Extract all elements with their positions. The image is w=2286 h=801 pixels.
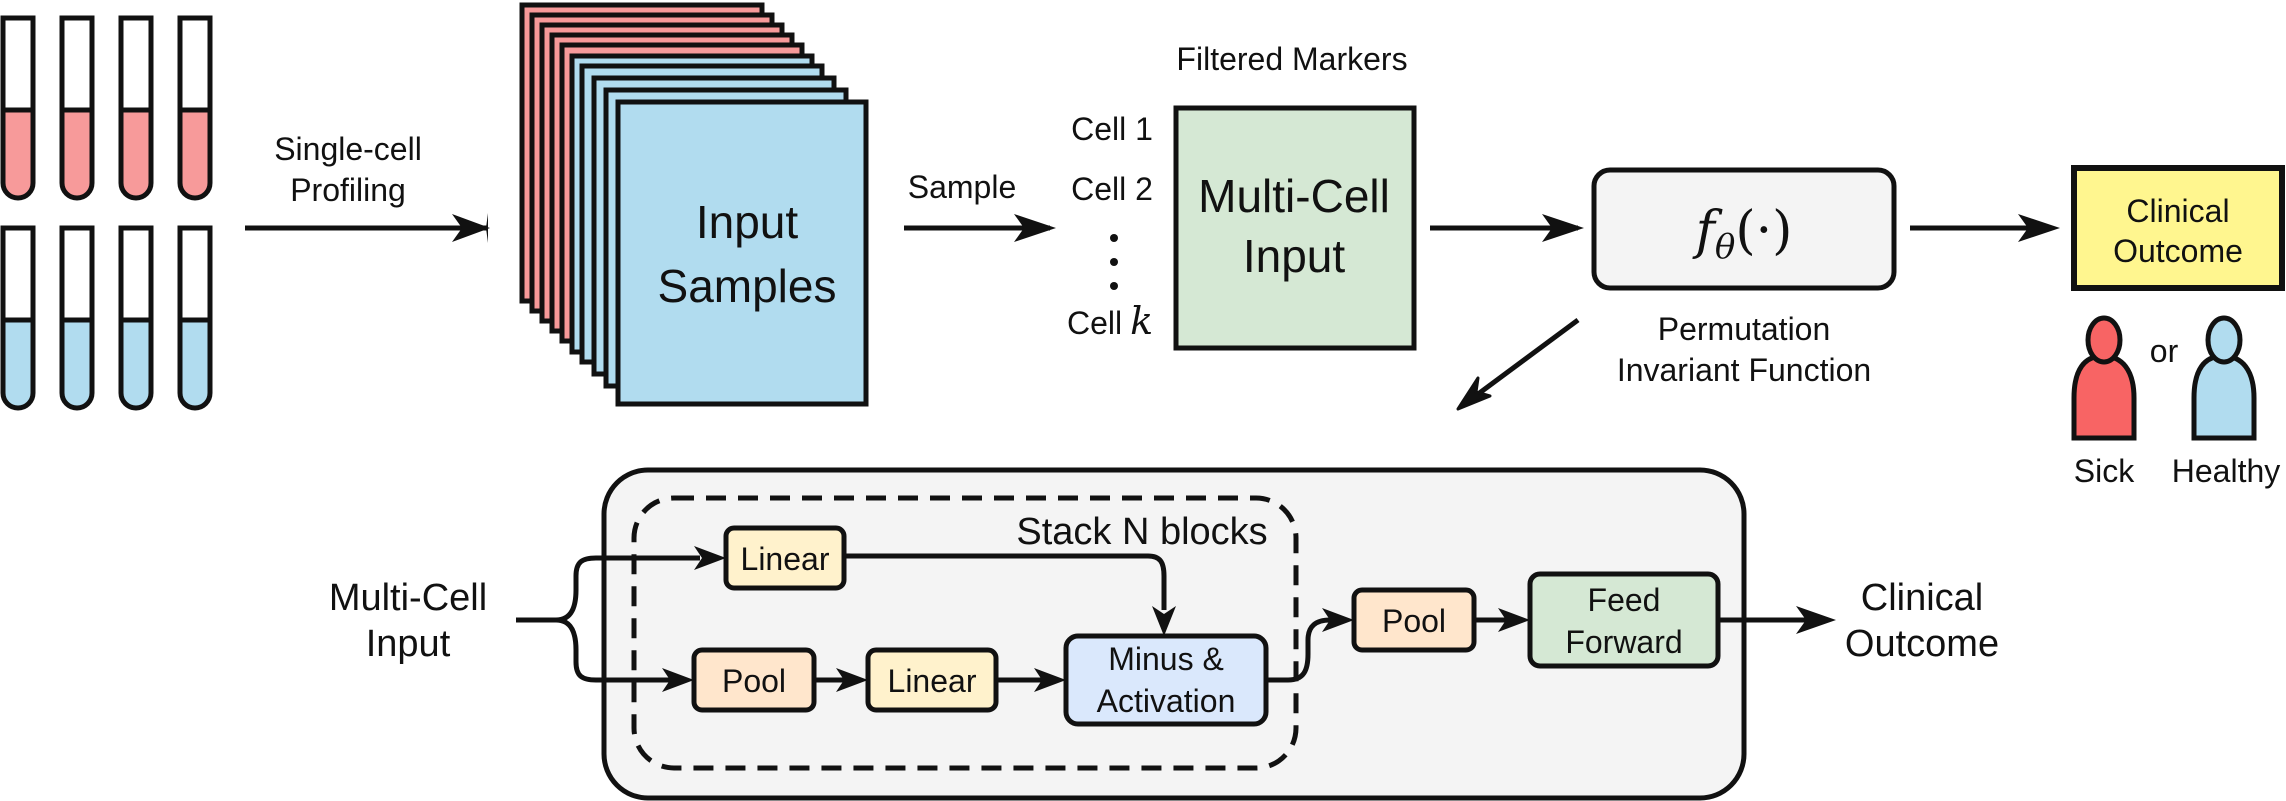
arrow-head	[836, 668, 868, 692]
arrow-head	[1152, 606, 1176, 636]
input-samples-stack	[519, 2, 869, 407]
arch-output-label-1: Clinical	[1861, 577, 1983, 619]
profiling-label: Profiling	[290, 172, 406, 208]
arrow-head	[1796, 606, 1836, 634]
sample-label: Sample	[908, 169, 1017, 205]
test-tube-icon	[0, 15, 36, 201]
expand-arrow	[1468, 317, 1580, 403]
healthy-label: Healthy	[2172, 453, 2281, 489]
stack-n-blocks-label: Stack N blocks	[1016, 511, 1267, 553]
pool-outer-label: Pool	[1382, 603, 1446, 639]
cell-1-label: Cell 1	[1071, 111, 1153, 147]
multi-cell-input-box	[1173, 105, 1417, 351]
or-label: or	[2150, 333, 2179, 369]
input-samples-label-1: Input	[696, 196, 799, 248]
cell-2-label: Cell 2	[1071, 171, 1153, 207]
clinical-outcome-label-2: Outcome	[2113, 233, 2243, 269]
input-samples-label-2: Samples	[658, 260, 837, 312]
sample-arrow-head	[1014, 214, 1056, 242]
test-tube-icon	[118, 225, 154, 411]
input-split-connector	[555, 617, 670, 683]
clinical-outcome-box	[2071, 165, 2285, 291]
test-tube-icon	[177, 15, 213, 201]
test-tube-icon	[59, 15, 95, 201]
linear-to-minus-connector	[844, 553, 1167, 610]
multi-cell-input-label-1: Multi-Cell	[1198, 170, 1390, 222]
arch-input-label-2: Input	[366, 623, 451, 665]
ellipsis-dot	[1110, 234, 1118, 242]
test-tube-icon	[0, 225, 36, 411]
permutation-label-1: Permutation	[1658, 311, 1831, 347]
ellipsis-dot	[1110, 258, 1118, 266]
arrow-head	[1322, 608, 1354, 632]
expand-arrow-head	[1456, 376, 1492, 411]
function-box	[1591, 167, 1897, 291]
filtered-markers-label: Filtered Markers	[1176, 41, 1407, 77]
sick-person-icon	[2071, 315, 2137, 441]
feed-forward-label-1: Feed	[1588, 582, 1661, 618]
linear-top-label: Linear	[741, 541, 830, 577]
linear-inner-label: Linear	[888, 663, 977, 699]
to-function-arrow-head	[1542, 214, 1584, 242]
sick-label: Sick	[2074, 453, 2135, 489]
function-formula: fθ(·)	[1692, 201, 1793, 267]
stack-block-boundary	[631, 495, 1299, 771]
arrow-head	[694, 546, 726, 570]
test-tube-icon	[177, 225, 213, 411]
to-outcome-arrow-head	[2018, 214, 2060, 242]
minus-to-pool-connector	[1266, 617, 1331, 683]
test-tubes	[0, 15, 213, 411]
arch-input-label-1: Multi-Cell	[329, 577, 487, 619]
ellipsis-dot	[1110, 282, 1118, 290]
feed-forward-label-2: Forward	[1565, 624, 1682, 660]
input-split-connector	[516, 555, 700, 623]
arrow-head	[662, 668, 694, 692]
pool-inner-label: Pool	[722, 663, 786, 699]
clinical-outcome-label-1: Clinical	[2126, 193, 2229, 229]
multi-cell-input-label-2: Input	[1243, 230, 1346, 282]
test-tube-icon	[59, 225, 95, 411]
arch-output-label-2: Outcome	[1845, 623, 1999, 665]
arrow-head	[1034, 668, 1066, 692]
minus-activation-label-2: Activation	[1097, 683, 1236, 719]
sample-sheet	[615, 99, 869, 407]
arrow-head	[1498, 608, 1530, 632]
healthy-person-icon	[2191, 315, 2257, 441]
profiling-arrow-head	[452, 213, 490, 243]
test-tube-icon	[118, 15, 154, 201]
minus-activation-label-1: Minus &	[1108, 641, 1224, 677]
single-cell-label: Single-cell	[274, 131, 422, 167]
permutation-label-2: Invariant Function	[1617, 352, 1871, 388]
